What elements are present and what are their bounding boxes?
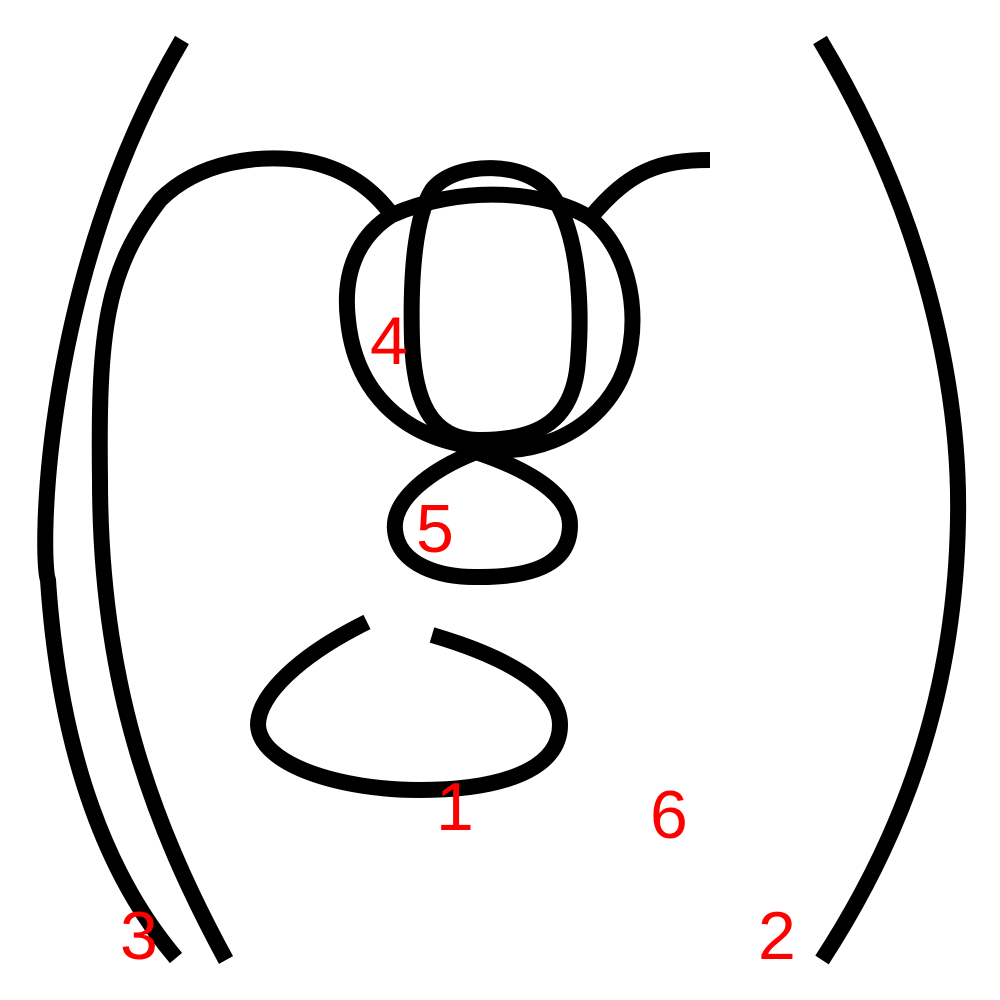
region-label-3: 3	[120, 898, 158, 974]
region-label-2: 2	[758, 898, 796, 974]
top-right-tail	[583, 152, 711, 224]
region-label-6: 6	[650, 777, 688, 853]
middle-loop	[386, 444, 578, 586]
inner-left-arc	[91, 150, 399, 964]
region-label-1: 1	[436, 769, 474, 845]
region-label-4: 4	[370, 303, 408, 379]
outer-left-arc	[37, 35, 189, 964]
lower-loop	[250, 614, 568, 798]
outer-right-arc	[813, 35, 967, 965]
inner-lens	[403, 160, 588, 448]
region-label-5: 5	[416, 491, 454, 567]
